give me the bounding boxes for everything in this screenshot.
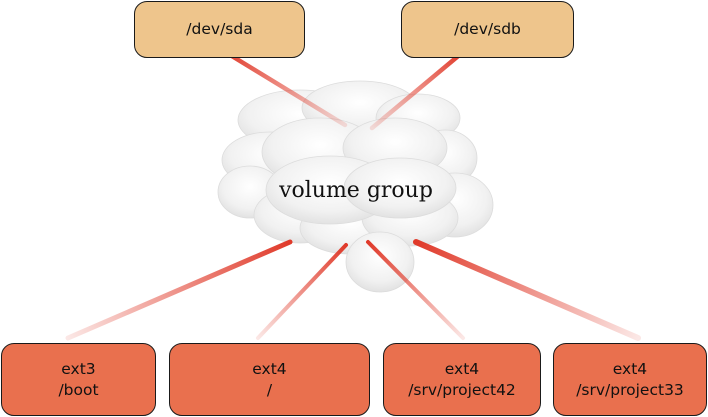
mount-point: /boot [58, 380, 99, 399]
arrow-sdb-to-vg [369, 49, 466, 131]
connector-arrows [65, 47, 641, 341]
mount-point: /srv/project42 [408, 380, 516, 399]
filesystem-type: ext3 [61, 359, 96, 378]
physical-volume-label: /dev/sdb [454, 20, 521, 38]
volume-group-label: volume group [278, 178, 433, 203]
arrow-vg-to-project42 [366, 240, 465, 340]
volume-group-cloud [217, 80, 494, 293]
physical-volume-sdb: /dev/sdb [401, 1, 574, 58]
filesystem-type: ext4 [444, 359, 480, 378]
filesystem-type: ext4 [252, 359, 287, 378]
physical-volume-label: /dev/sda [186, 20, 253, 38]
arrow-vg-to-boot [65, 239, 293, 341]
arrow-vg-to-project33 [413, 239, 641, 341]
logical-volume-project42: ext4 /srv/project42 [383, 343, 541, 416]
mount-point: / [266, 380, 273, 399]
logical-volume-boot: ext3 /boot [1, 343, 156, 416]
mount-point: /srv/project33 [576, 380, 684, 399]
arrow-sda-to-vg [219, 47, 348, 128]
filesystem-type: ext4 [612, 359, 648, 378]
arrow-vg-to-root [256, 243, 348, 340]
logical-volume-root: ext4 / [169, 343, 370, 416]
physical-volume-sda: /dev/sda [134, 1, 305, 58]
logical-volume-project33: ext4 /srv/project33 [553, 343, 707, 416]
